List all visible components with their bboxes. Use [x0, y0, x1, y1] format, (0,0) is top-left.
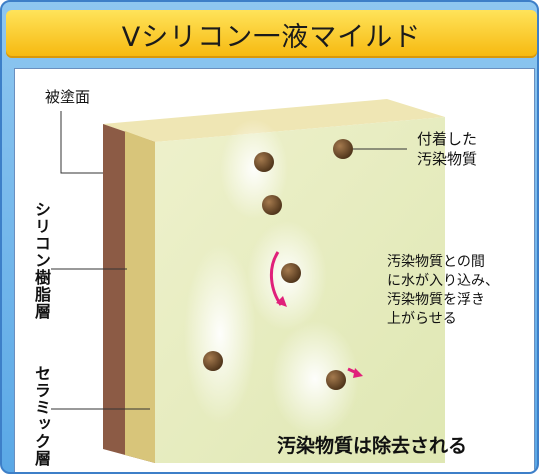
water-halo [184, 244, 256, 424]
dirt-particle-icon [254, 152, 274, 172]
attached-dirt-label: 付着した 汚染物質 [417, 130, 478, 169]
water-halo [220, 119, 288, 219]
ceramic-layer-label: セラミック層 [32, 365, 51, 467]
layer-cross-section [51, 99, 445, 463]
block-top-face [103, 99, 445, 142]
leader-line [60, 111, 103, 174]
dirt-particle-icon [281, 263, 301, 283]
page-title: Vシリコン一液マイルド [121, 21, 422, 53]
water-flow-arrow-icon [276, 296, 287, 307]
silicone-layer-label: シリコン樹脂層 [32, 201, 51, 320]
water-explanation-label: 汚染物質との間 に水が入り込み、 汚染物質を浮き 上がらせる [387, 254, 499, 327]
dirt-particle-icon [262, 195, 282, 215]
water-halo [271, 321, 359, 437]
dirt-particle-icon [326, 370, 346, 390]
coated-surface-label: 被塗面 [45, 88, 91, 106]
silicone-resin-layer [125, 131, 155, 463]
dirt-particle-icon [203, 351, 223, 371]
result-label: 汚染物質は除去される [277, 435, 468, 457]
water-flow-arrow-icon [353, 368, 363, 378]
diagram-panel: 被塗面 シリコン樹脂層 セラミック層 付着した 汚染物質 汚染物質との間 に水が… [14, 68, 535, 472]
dirt-particle-icon [333, 139, 353, 159]
title-bar: Vシリコン一液マイルド [6, 10, 537, 58]
